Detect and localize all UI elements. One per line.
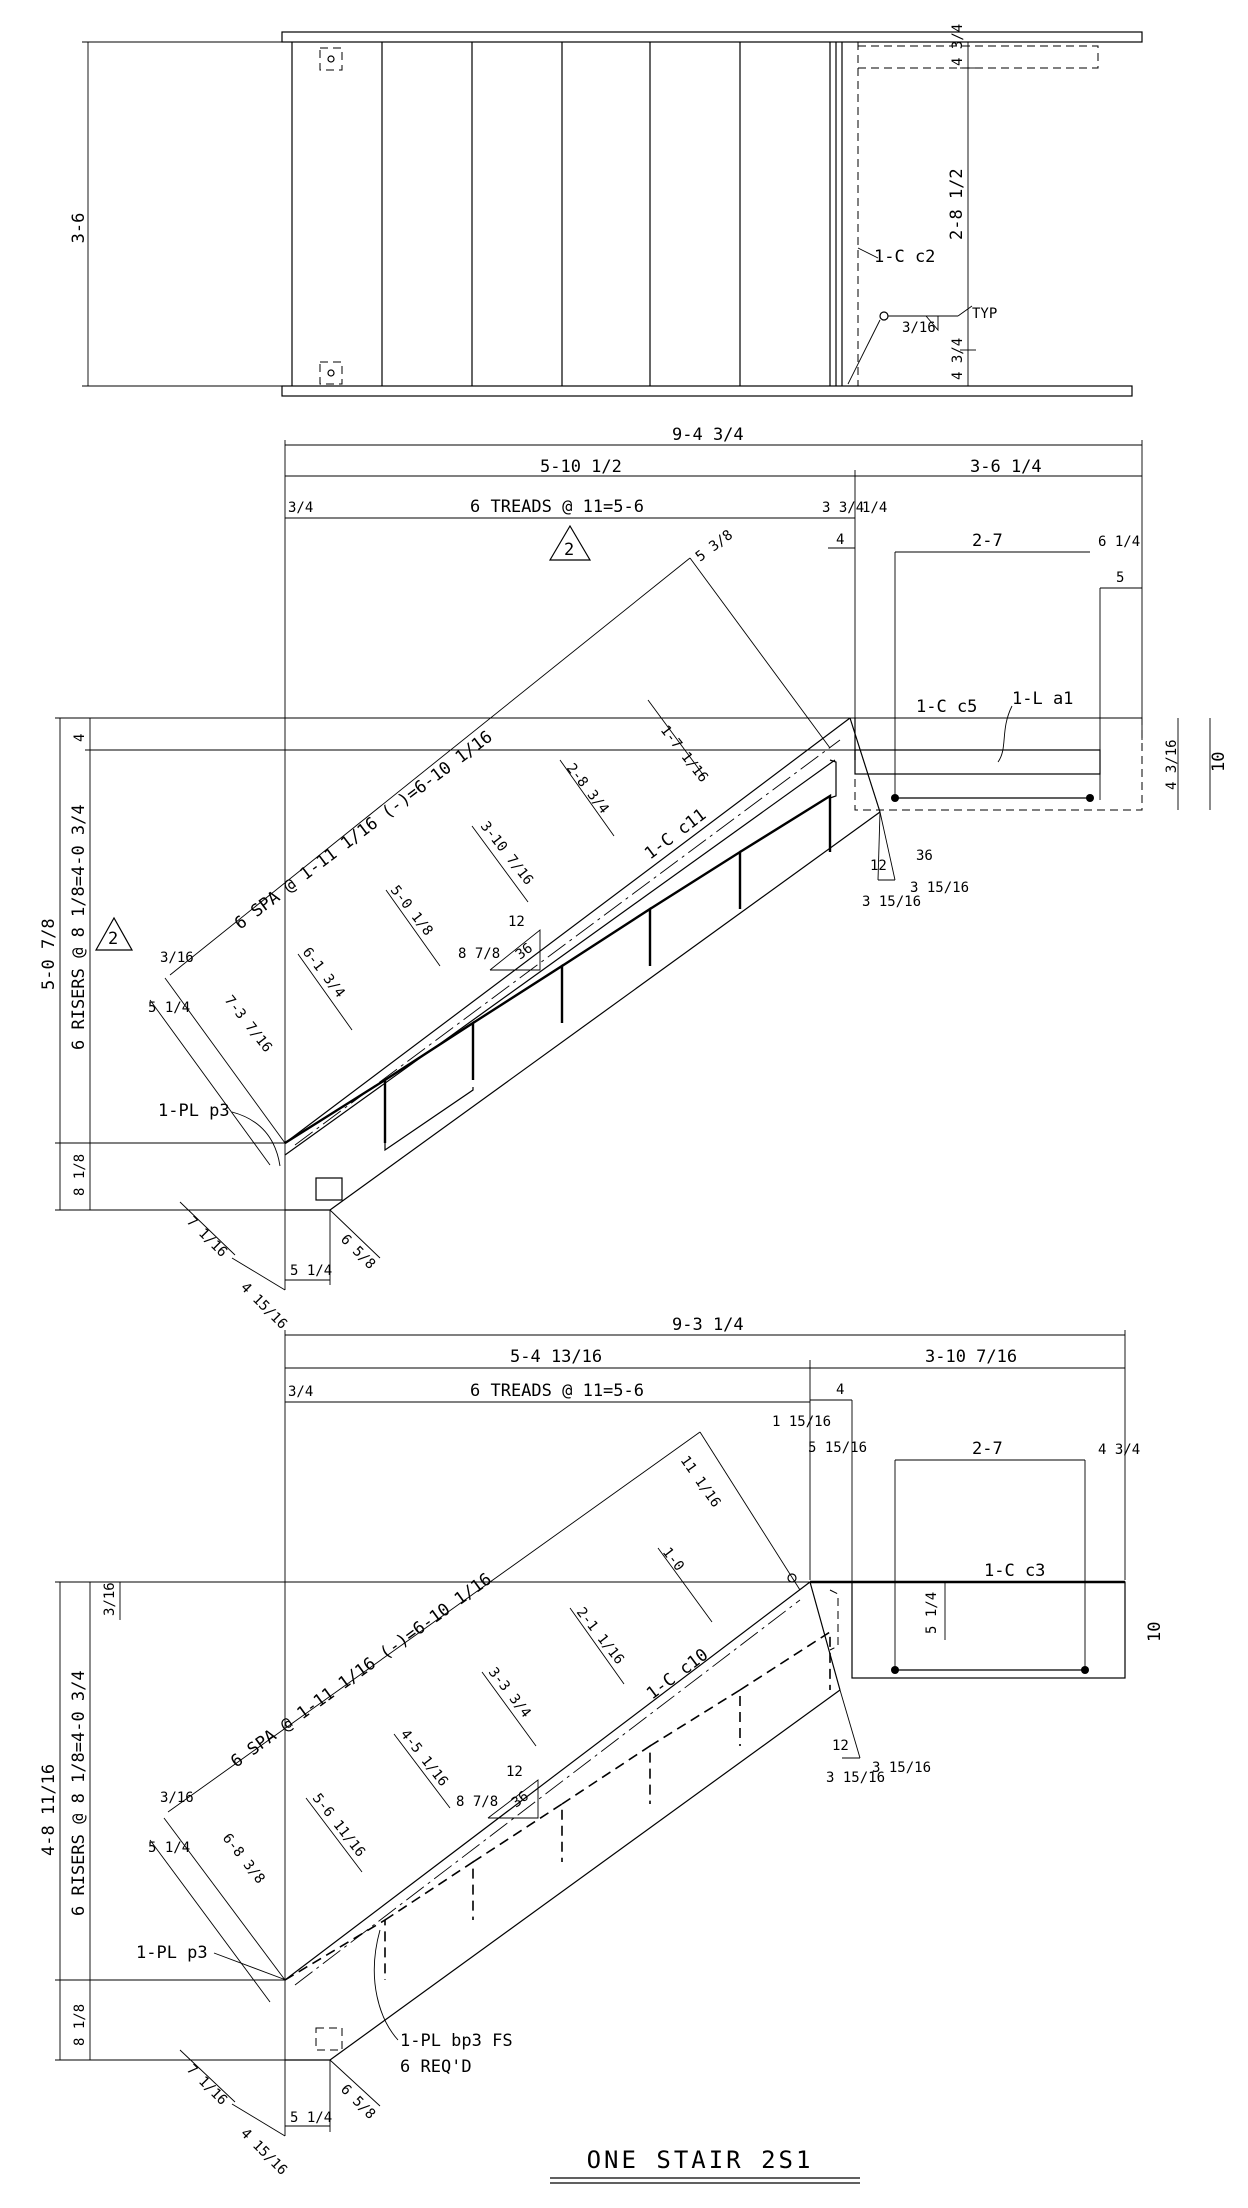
- e1-stringer: 1-C c11: [641, 805, 710, 864]
- e2-cut-left: 3/16: [160, 1790, 194, 1806]
- e1-rev-mark-left: 2: [108, 929, 118, 949]
- e1-top-four: 4: [72, 734, 88, 742]
- e2-total-height: 4-8 11/16: [39, 1764, 59, 1856]
- e1-slope-rise-b: 36: [916, 848, 933, 864]
- e1-total-height: 5-0 7/8: [39, 918, 59, 990]
- e1-spacing: 6 SPA @ 1-11 1/16 (-)=6-10 1/16: [231, 727, 496, 934]
- e1-rev-mark: 2: [564, 540, 574, 560]
- e1-land-width: 2-7: [972, 531, 1003, 551]
- e1-d-5-3-8: 5 3/8: [693, 527, 736, 565]
- e2-slope-rise: 8 7/8: [456, 1794, 498, 1810]
- e1-cut-left: 3/16: [160, 950, 194, 966]
- e2-right-span: 3-10 7/16: [925, 1347, 1017, 1367]
- e1-d-4: 4: [836, 532, 844, 548]
- e2-spacing: 6 SPA @ 1-11 1/16 (-)=6-10 1/16: [227, 1569, 495, 1772]
- drawing-title: ONE STAIR 2S1: [587, 2146, 814, 2174]
- e2-step-dim-5: 5-6 11/16: [309, 1791, 368, 1861]
- e2-d-four: 4: [836, 1382, 844, 1398]
- e2-beam-d2: 10: [1145, 1622, 1165, 1642]
- e2-bot-c: 5 1/4: [290, 2110, 332, 2126]
- plan-dim-mid: 2-8 1/2: [947, 168, 967, 240]
- e1-beam-d1: 4 3/16: [1164, 739, 1180, 790]
- plan-view: 3-6 4 3/4 2-8 1/2 4 3/4 1-C c2 3/16 TYP: [69, 24, 1143, 397]
- e1-slope-rise: 8 7/8: [458, 946, 500, 962]
- e2-d-5-15: 5 15/16: [808, 1440, 867, 1456]
- e1-overall-dim: 9-4 3/4: [672, 425, 744, 445]
- e2-step-dim-1: 1-0: [659, 1545, 687, 1575]
- e2-risers: 6 RISERS @ 8 1/8=4-0 3/4: [69, 1670, 89, 1916]
- plan-dim-top: 4 3/4: [950, 24, 966, 66]
- e1-step-dim-4: 5-0 1/8: [387, 883, 436, 939]
- plan-weld-note: TYP: [972, 306, 997, 322]
- e2-beam-d1: 5 1/4: [924, 1592, 940, 1634]
- e2-start-offset: 3/4: [288, 1384, 313, 1400]
- e1-step-dim-5: 6-1 3/4: [299, 945, 348, 1001]
- e2-d-11-16: 11 1/16: [677, 1453, 724, 1511]
- e1-risers: 6 RISERS @ 8 1/8=4-0 3/4: [69, 804, 89, 1050]
- e1-land-five: 5: [1116, 570, 1124, 586]
- e1-slope-run: 12: [508, 914, 525, 930]
- e1-right-span: 3-6 1/4: [970, 457, 1042, 477]
- e2-top-cut: 3/16: [102, 1582, 118, 1616]
- e1-d-3-3-4: 3 3/4: [822, 500, 864, 516]
- e1-bot-b: 4 15/16: [237, 1280, 290, 1333]
- plan-width-dim: 3-6: [69, 213, 89, 244]
- e1-land-off: 6 1/4: [1098, 534, 1140, 550]
- e1-bot-a: 7 1/16: [183, 1214, 230, 1261]
- e2-pl-w: 5 1/4: [148, 1840, 190, 1856]
- title-block: ONE STAIR 2S1: [550, 2146, 860, 2184]
- e1-d-1-4: 1/4: [862, 500, 887, 516]
- e2-overall-dim: 9-3 1/4: [672, 1315, 744, 1335]
- plan-dim-bottom: 4 3/4: [950, 338, 966, 380]
- e2-land-off: 4 3/4: [1098, 1442, 1140, 1458]
- e1-start-offset: 3/4: [288, 500, 313, 516]
- plan-member-label: 1-C c2: [874, 247, 935, 267]
- e1-bot-c: 5 1/4: [290, 1263, 332, 1279]
- e2-bot-a: 7 1/16: [183, 2062, 230, 2109]
- elevation-1: 9-4 3/4 5-10 1/2 3-6 1/4 3/4 6 TREADS @ …: [39, 425, 1229, 1333]
- e1-step-dim-1: 1-7 1/16: [657, 723, 711, 786]
- e2-end-cut-a: 3 15/16: [826, 1770, 885, 1786]
- e1-step-dim-3: 3-10 7/16: [477, 819, 536, 889]
- e1-bottom-ht: 8 1/8: [72, 1154, 88, 1196]
- e2-base-plate: 1-PL bp3 FS: [400, 2031, 513, 2051]
- e2-d-1-15: 1 15/16: [772, 1414, 831, 1430]
- e2-pl-len: 6-8 3/8: [219, 1831, 268, 1887]
- e1-end-cut-a: 3 15/16: [862, 894, 921, 910]
- e2-step-dim-3: 3-3 3/4: [485, 1665, 534, 1721]
- e2-slope-run-b: 12: [832, 1738, 849, 1754]
- e1-beam-d2: 10: [1209, 752, 1229, 772]
- e1-landing-beam: 1-C c5: [916, 697, 977, 717]
- e1-end-cut-b: 3 15/16: [910, 880, 969, 896]
- e1-slope-run-b: 12: [870, 858, 887, 874]
- e2-bot-b: 4 15/16: [237, 2126, 290, 2179]
- e1-slope-36: 36: [513, 940, 536, 963]
- e1-plate: 1-PL p3: [158, 1101, 230, 1121]
- e2-end-cut-b: 3 15/16: [872, 1760, 931, 1776]
- e1-treads: 6 TREADS @ 11=5-6: [470, 497, 644, 517]
- e1-bot-d: 6 5/8: [337, 1232, 378, 1273]
- e2-plate: 1-PL p3: [136, 1943, 208, 1963]
- e1-pl-w: 5 1/4: [148, 1000, 190, 1016]
- e1-step-dim-2: 2-8 3/4: [563, 761, 612, 817]
- e2-landing-beam: 1-C c3: [984, 1561, 1045, 1581]
- elevation-2: 9-3 1/4 5-4 13/16 3-10 7/16 3/4 6 TREADS…: [39, 1315, 1165, 2179]
- e1-angle: 1-L a1: [1012, 689, 1073, 709]
- e1-pl-len: 7-3 7/16: [221, 993, 275, 1056]
- e2-bottom-ht: 8 1/8: [72, 2004, 88, 2046]
- e2-slope-run: 12: [506, 1764, 523, 1780]
- plan-weld-size: 3/16: [902, 320, 936, 336]
- e2-req: 6 REQ'D: [400, 2057, 472, 2077]
- e2-treads: 6 TREADS @ 11=5-6: [470, 1381, 644, 1401]
- e1-left-span: 5-10 1/2: [540, 457, 622, 477]
- e2-left-span: 5-4 13/16: [510, 1347, 602, 1367]
- e2-step-dim-2: 2-1 1/16: [573, 1605, 627, 1668]
- e2-bot-d: 6 5/8: [337, 2082, 378, 2123]
- e2-land-width: 2-7: [972, 1439, 1003, 1459]
- e2-step-dim-4: 4-5 1/16: [397, 1727, 451, 1790]
